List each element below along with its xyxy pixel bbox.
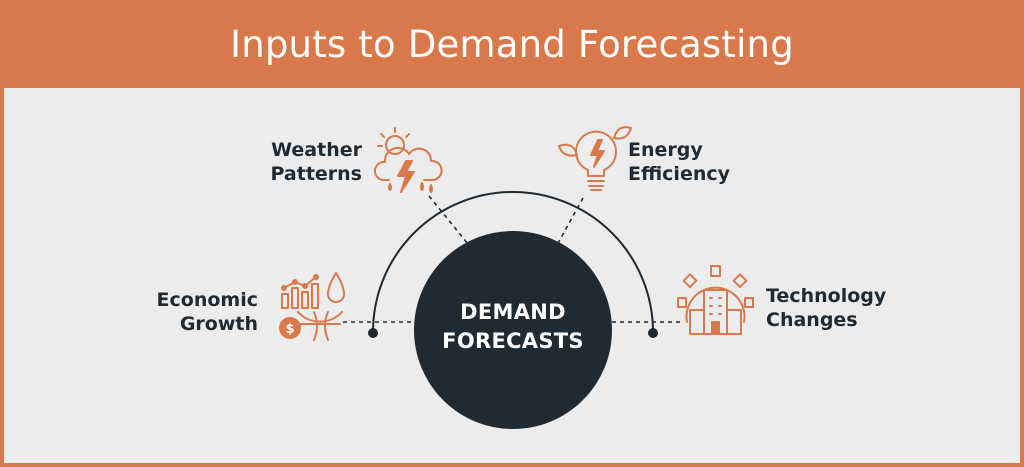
dollar-symbol: $ — [285, 322, 294, 337]
label-energy-efficiency: Energy Efficiency — [628, 138, 758, 186]
label-weather-patterns: Weather Patterns — [240, 138, 363, 186]
economy-chart-icon — [279, 272, 345, 341]
connector-weather — [428, 195, 469, 245]
gear-building-icon — [677, 265, 754, 335]
label-energy-line2: Efficiency — [628, 163, 731, 185]
arc-end-dot-right — [648, 328, 658, 338]
label-economic-growth: Economic Growth — [130, 288, 258, 336]
label-weather-line2: Patterns — [270, 163, 363, 185]
header-banner: Inputs to Demand Forecasting — [0, 0, 1024, 88]
label-technology-changes: Technology Changes — [766, 284, 926, 332]
connector-energy — [556, 197, 584, 246]
hub-label-line1: DEMAND — [460, 300, 566, 324]
arc-end-dot-left — [368, 328, 378, 338]
label-weather-line1: Weather — [271, 139, 362, 161]
eco-lightbulb-icon — [558, 126, 632, 191]
hub-label: DEMAND FORECASTS — [414, 298, 612, 356]
label-technology-line1: Technology — [766, 285, 887, 307]
hub-label-line2: FORECASTS — [442, 329, 584, 353]
hub-circle — [414, 231, 612, 429]
storm-cloud-icon — [374, 127, 443, 193]
label-economic-line2: Growth — [179, 313, 258, 335]
label-energy-line1: Energy — [628, 139, 703, 161]
connector-arc — [372, 191, 654, 333]
page-title: Inputs to Demand Forecasting — [230, 22, 794, 66]
label-technology-line2: Changes — [766, 309, 858, 331]
label-economic-line1: Economic — [156, 289, 258, 311]
